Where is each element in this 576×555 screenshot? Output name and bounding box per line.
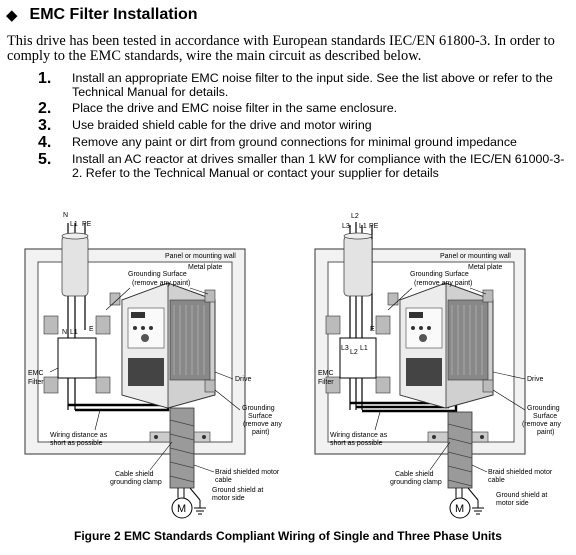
intro-paragraph: This drive has been tested in accordance… (7, 33, 555, 64)
filter-terminal: L2 (350, 349, 358, 356)
wire-label: L2 (351, 213, 359, 220)
step-number: 2. (38, 100, 52, 117)
right-wiring-diagram: L2 L3 L1 PE L3 L2 L1 E EMC Filter (314, 213, 561, 519)
shielded-cable (343, 235, 373, 297)
drive-unit (121, 282, 216, 409)
drive-label: Drive (527, 376, 543, 383)
list-item: 3. Use braided shield cable for the drive… (38, 117, 568, 134)
panel-label: Panel or mounting wall (440, 253, 511, 260)
grounding-surface-label: Grounding Surface (128, 271, 187, 278)
step-text: Install an AC reactor at drives smaller … (72, 152, 565, 180)
braid-label: cable (215, 477, 232, 484)
grounding-surface-label: (remove any paint) (132, 280, 190, 287)
drive-label: Drive (235, 376, 251, 383)
braid-label: cable (488, 477, 505, 484)
step-text: Use braided shield cable for the drive a… (72, 118, 372, 132)
braid-label: Braid shielded motor (215, 469, 280, 476)
drive-unit (399, 282, 494, 409)
list-item: 1. Install an appropriate EMC noise filte… (38, 70, 568, 99)
list-item: 2. Place the drive and EMC noise filter i… (38, 100, 568, 117)
filter-label: EMC (318, 370, 334, 377)
clamp-label: Cable shield (115, 471, 154, 478)
ground-shield-label: Ground shield at (212, 487, 263, 494)
ground-symbol-icon (472, 500, 484, 515)
wiring-distance-label: Wiring distance as (330, 432, 388, 439)
grounding-surface-right-label: (remove any (243, 421, 282, 428)
filter-terminal: L1 (360, 345, 368, 352)
grounding-surface-right-label: Surface (533, 413, 557, 420)
step-text: Remove any paint or dirt from ground con… (72, 135, 517, 149)
step-number: 3. (38, 117, 52, 134)
grounding-surface-right-label: paint) (252, 429, 270, 436)
ground-shield-label: motor side (212, 495, 245, 502)
step-number: 1. (38, 70, 52, 87)
grounding-surface-right-label: Surface (248, 413, 272, 420)
list-item: 4. Remove any paint or dirt from ground c… (38, 134, 568, 151)
list-item: 5. Install an AC reactor at drives smalle… (38, 151, 568, 180)
braided-motor-cable (447, 411, 473, 489)
plate-label: Metal plate (468, 264, 502, 271)
filter-terminal: L1 (70, 329, 78, 336)
filter-label: Filter (318, 379, 334, 386)
panel-label: Panel or mounting wall (165, 253, 236, 260)
motor-icon (171, 497, 193, 519)
left-wiring-diagram: N L1 PE N L1 E EMC Filter (24, 212, 282, 519)
braided-motor-cable (169, 407, 195, 489)
wire-label: PE (369, 223, 379, 230)
wire-label: L1 (359, 223, 367, 230)
motor-icon (449, 497, 471, 519)
grounding-surface-right-label: paint) (537, 429, 555, 436)
section-title: EMC Filter Installation (29, 6, 198, 23)
filter-terminal: E (370, 326, 375, 333)
steps-list: 1. Install an appropriate EMC noise filte… (38, 70, 568, 183)
step-number: 4. (38, 134, 52, 151)
wire-label: N (63, 212, 68, 219)
emc-filter (339, 337, 377, 379)
clamp-label: Cable shield (395, 471, 434, 478)
ground-shield-label: motor side (496, 500, 529, 507)
grounding-surface-right-label: (remove any (522, 421, 561, 428)
emc-filter (57, 337, 97, 379)
wiring-distance-label: short as possible (330, 440, 383, 447)
wire-label: PE (82, 221, 92, 228)
braid-label: Braid shielded motor (488, 469, 553, 476)
motor-label: M (455, 503, 464, 515)
diamond-bullet-icon: ◆ (6, 6, 18, 24)
filter-label: Filter (28, 379, 44, 386)
step-text: Place the drive and EMC noise filter in … (72, 101, 398, 115)
motor-label: M (177, 503, 186, 515)
wiring-distance-label: short as possible (50, 440, 103, 447)
wiring-distance-label: Wiring distance as (50, 432, 108, 439)
step-text: Install an appropriate EMC noise filter … (72, 71, 553, 99)
grounding-surface-right-label: Grounding (527, 405, 560, 412)
filter-terminal: E (89, 326, 94, 333)
ground-symbol-icon (194, 500, 206, 515)
grounding-surface-label: (remove any paint) (414, 280, 472, 287)
section-heading: ◆ EMC Filter Installation (6, 4, 198, 26)
grounding-surface-right-label: Grounding (242, 405, 275, 412)
shielded-cable (61, 235, 89, 297)
filter-terminal: N (62, 329, 67, 336)
clamp-label: grounding clamp (390, 479, 442, 486)
filter-terminal: L3 (341, 345, 349, 352)
wire-label: L1 (70, 221, 78, 228)
wire-label: L3 (342, 223, 350, 230)
filter-label: EMC (28, 370, 44, 377)
figure-caption: Figure 2 EMC Standards Compliant Wiring … (74, 529, 502, 543)
step-number: 5. (38, 151, 52, 168)
grounding-surface-label: Grounding Surface (410, 271, 469, 278)
clamp-label: grounding clamp (110, 479, 162, 486)
plate-label: Metal plate (188, 264, 222, 271)
ground-shield-label: Ground shield at (496, 492, 547, 499)
